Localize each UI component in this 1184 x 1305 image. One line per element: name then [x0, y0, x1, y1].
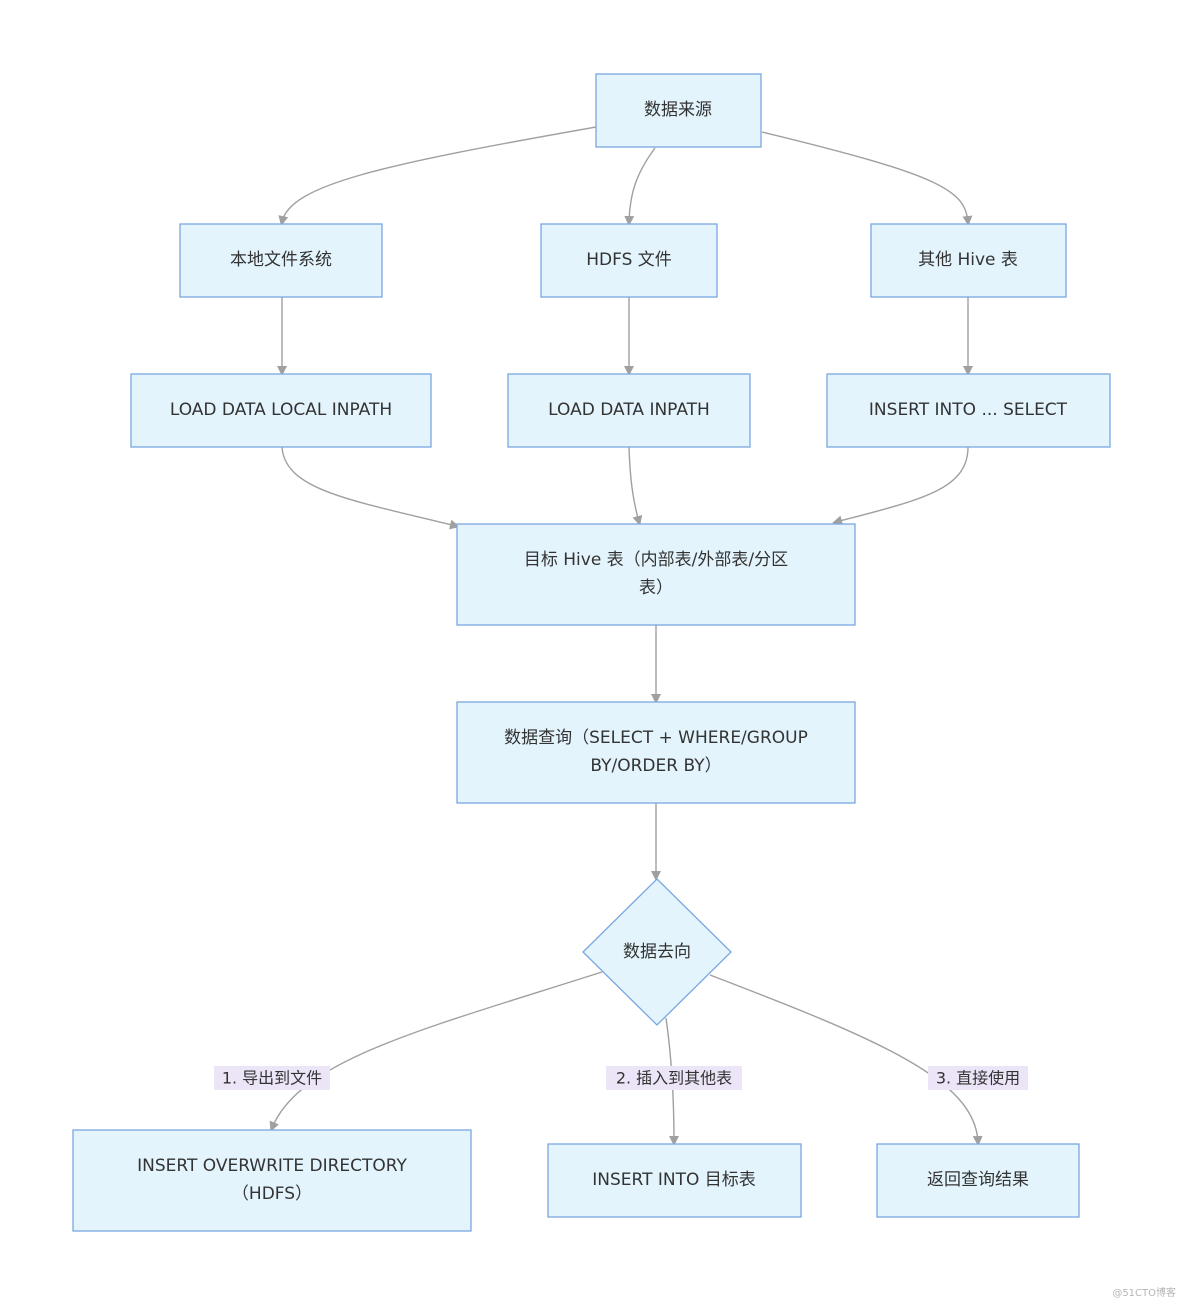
node-decision-text: 数据去向 [623, 942, 691, 962]
node-source-text: 数据来源 [644, 100, 712, 120]
node-source: 数据来源 [595, 73, 762, 148]
node-other-hive-text: 其他 Hive 表 [918, 250, 1018, 270]
node-hdfs-file: HDFS 文件 [540, 223, 718, 298]
edge-label-insert: 2. 插入到其他表 [606, 1066, 742, 1090]
node-insert-select: INSERT INTO ... SELECT [826, 373, 1111, 448]
node-insert-target-text: INSERT INTO 目标表 [592, 1170, 756, 1190]
node-target-text-line2: 表） [639, 578, 673, 598]
node-load-local: LOAD DATA LOCAL INPATH [130, 373, 432, 448]
node-export-text-line1: INSERT OVERWRITE DIRECTORY [137, 1156, 407, 1176]
edge-label-direct: 3. 直接使用 [928, 1066, 1028, 1090]
node-return-result: 返回查询结果 [876, 1143, 1080, 1218]
edge-source-to-local-fs [278, 126, 597, 226]
node-insert-select-text: INSERT INTO ... SELECT [869, 400, 1068, 420]
node-return-result-text: 返回查询结果 [927, 1170, 1029, 1190]
node-decision: 数据去向 [582, 878, 732, 1026]
node-local-fs-text: 本地文件系统 [230, 250, 332, 270]
node-target-hive-table: 目标 Hive 表（内部表/外部表/分区 表） [456, 523, 856, 626]
edge-load-local-to-target [281, 446, 460, 530]
edge-label-insert-text: 2. 插入到其他表 [616, 1069, 732, 1088]
node-load-data: LOAD DATA INPATH [507, 373, 751, 448]
node-other-hive: 其他 Hive 表 [870, 223, 1067, 298]
edge-decision-to-export [269, 971, 603, 1132]
watermark: @51CTO博客 [1112, 1288, 1176, 1299]
node-hdfs-file-text: HDFS 文件 [586, 250, 672, 270]
node-query-text-line1: 数据查询（SELECT + WHERE/GROUP [504, 728, 808, 748]
node-data-query: 数据查询（SELECT + WHERE/GROUP BY/ORDER BY） [456, 701, 856, 804]
edge-source-to-hdfs-file [624, 147, 656, 226]
edge-label-export-text: 1. 导出到文件 [222, 1069, 322, 1088]
edge-insert-select-to-target [832, 446, 969, 526]
node-export-text-line2: （HDFS） [232, 1184, 312, 1204]
node-query-text-line2: BY/ORDER BY） [590, 756, 721, 776]
edge-label-direct-text: 3. 直接使用 [936, 1069, 1020, 1088]
edge-label-export: 1. 导出到文件 [214, 1066, 330, 1090]
node-load-local-text: LOAD DATA LOCAL INPATH [170, 400, 392, 420]
node-export-directory: INSERT OVERWRITE DIRECTORY （HDFS） [72, 1129, 472, 1232]
node-target-text-line1: 目标 Hive 表（内部表/外部表/分区 [524, 550, 788, 570]
edge-source-to-other-hive [761, 131, 973, 226]
node-load-data-text: LOAD DATA INPATH [548, 400, 710, 420]
edge-decision-to-return [709, 974, 983, 1146]
node-insert-target: INSERT INTO 目标表 [547, 1143, 802, 1218]
edge-load-data-to-target [628, 446, 643, 526]
node-local-fs: 本地文件系统 [179, 223, 383, 298]
